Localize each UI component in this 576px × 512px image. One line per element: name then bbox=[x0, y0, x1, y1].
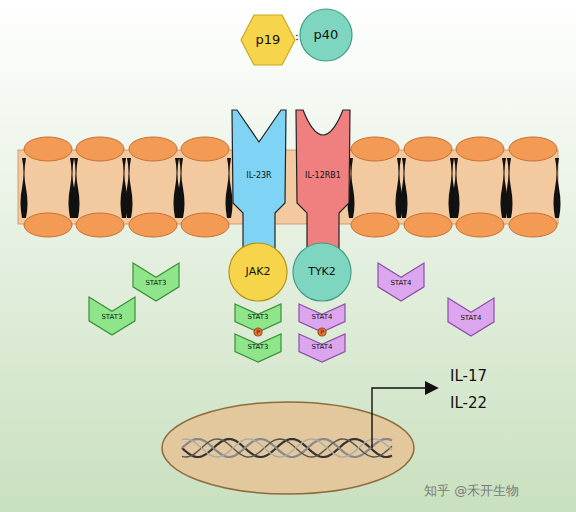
hexagon-subunit: p19 bbox=[240, 14, 296, 66]
stat-protein: STAT4 bbox=[377, 262, 425, 302]
node-text: p19 bbox=[256, 33, 281, 47]
circle-node: P bbox=[253, 327, 263, 337]
node-text: IL-23R bbox=[246, 172, 271, 181]
nucleus bbox=[162, 402, 414, 494]
node-text: P bbox=[256, 329, 260, 336]
stat-protein: STAT3 bbox=[132, 262, 180, 302]
node-text: STAT4 bbox=[311, 344, 332, 352]
receptor-chain: IL-23R bbox=[229, 108, 289, 258]
stat-protein: STAT3 bbox=[88, 296, 136, 336]
node-text: STAT3 bbox=[247, 344, 268, 352]
bond-line bbox=[296, 35, 298, 39]
node-text: STAT3 bbox=[145, 280, 166, 288]
node-text: STAT3 bbox=[247, 314, 268, 322]
receptor-chain: IL-12RB1 bbox=[293, 108, 353, 258]
stat-protein: STAT3 bbox=[234, 333, 282, 363]
node-text: STAT3 bbox=[101, 314, 122, 322]
node-text: IL-12RB1 bbox=[305, 172, 341, 181]
circle-node: P bbox=[317, 327, 327, 337]
node-shape bbox=[293, 108, 353, 258]
node-text: STAT4 bbox=[311, 314, 332, 322]
watermark: 知乎 @禾开生物 bbox=[424, 482, 519, 500]
node-text: P bbox=[320, 329, 324, 336]
cell-membrane bbox=[18, 137, 561, 237]
circle-node: JAK2 bbox=[228, 242, 288, 302]
node-text: p40 bbox=[314, 28, 339, 42]
circle-node: TYK2 bbox=[292, 242, 352, 302]
stat-protein: STAT4 bbox=[447, 297, 495, 337]
node-text: STAT4 bbox=[390, 280, 411, 288]
dna-helix bbox=[182, 439, 392, 457]
circle-node: p40 bbox=[298, 8, 354, 62]
cytokine-output: IL-22 bbox=[450, 394, 487, 412]
node-shape bbox=[229, 108, 289, 258]
node-text: JAK2 bbox=[246, 266, 271, 278]
cytokine-output: IL-17 bbox=[450, 367, 487, 385]
node-text: TYK2 bbox=[308, 266, 336, 278]
node-text: STAT4 bbox=[460, 315, 481, 323]
stat-protein: STAT4 bbox=[298, 333, 346, 363]
transcription-arrow bbox=[372, 388, 436, 448]
